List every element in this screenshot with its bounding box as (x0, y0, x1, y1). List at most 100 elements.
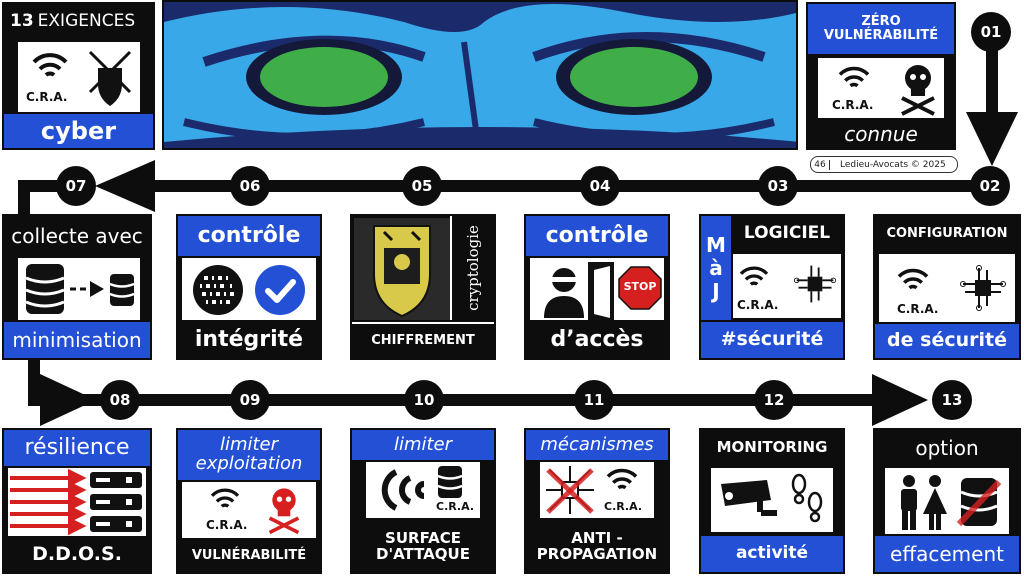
card-09-limiter-exploitation: limiter exploitation C.R.A. VULNÉRABILIT… (176, 428, 322, 574)
card-06-title: contrôle (178, 216, 320, 256)
card-06-picture (182, 258, 316, 320)
card-01-title: ZÉRO VULNÉRABILITÉ (808, 4, 954, 54)
card-01-title-line2: VULNÉRABILITÉ (823, 28, 939, 43)
card-03-side: M à J (701, 216, 731, 320)
card-12-picture (711, 468, 833, 532)
card-12-bottom: activité (701, 536, 843, 572)
card-04-controle-acces: contrôle STOP d’accès (524, 214, 670, 360)
propagation-blocked-icon (546, 466, 594, 514)
skull-crossbones-icon (901, 65, 935, 116)
hero-eyes-image (162, 0, 798, 150)
card-03-side-m: M (706, 232, 726, 257)
card-07-bottom: minimisation (4, 322, 150, 358)
card-01-bottom: connue (808, 120, 954, 148)
card-03-side-a: à (709, 255, 723, 280)
card-02-picture: C.R.A. (879, 254, 1015, 322)
database-large-icon (25, 264, 65, 314)
node-13: 13 (932, 380, 972, 420)
card-03-title: LOGICIEL (731, 216, 843, 252)
card-08-bottom: D.D.O.S. (4, 538, 150, 572)
card-09-title-line1: limiter (219, 434, 279, 456)
arrow-down-icon (966, 112, 1018, 166)
chip-circuit-icon (960, 265, 1006, 311)
exigences-count: 13 (10, 11, 34, 32)
card-13-effacement: option effacement (873, 428, 1021, 574)
card-03-logiciel: M à J LOGICIEL C.R.A. #sécurité (699, 214, 845, 360)
exigences-label: EXIGENCES (37, 11, 136, 32)
credit-text: Ledieu-Avocats © 2025 (840, 159, 946, 170)
skull-crossbones-red-icon (268, 488, 300, 535)
cra-label: C.R.A. (206, 518, 248, 532)
wifi-icon (739, 266, 769, 286)
card-13-title: option (875, 430, 1019, 466)
cra-label: C.R.A. (832, 98, 874, 112)
card-12-monitoring: MONITORING activité (699, 428, 845, 574)
arrow-to-small-db-icon (70, 281, 104, 297)
ddos-attack-icon (10, 468, 142, 536)
card-13-picture (885, 468, 1009, 534)
node-07: 07 (56, 166, 96, 206)
card-04-bottom: d’accès (526, 322, 668, 358)
card-10-surface-attaque: limiter C.R.A. SURFACE D'ATTAQUE (350, 428, 496, 574)
node-01: 01 (971, 12, 1011, 52)
exigences-title: 13 EXIGENCES (4, 4, 153, 40)
database-small-icon (109, 274, 135, 306)
node-05: 05 (402, 166, 442, 206)
page-footer: 46 Ledieu-Avocats © 2025 (810, 156, 958, 173)
card-05-side: cryptologie (450, 216, 494, 320)
node-09: 09 (230, 380, 270, 420)
card-02-title: CONFIGURATION (875, 216, 1019, 252)
card-02-configuration: CONFIGURATION C.R.A. de sécurité (873, 214, 1021, 360)
footprints-icon (791, 473, 823, 523)
card-13-bottom: effacement (875, 536, 1019, 572)
shield-swords-icon (88, 50, 132, 106)
card-10-title: limiter (352, 430, 494, 460)
node-10: 10 (404, 380, 444, 420)
card-01-zero-vulnerabilite: ZÉRO VULNÉRABILITÉ C.R.A. connue (806, 2, 956, 150)
wifi-icon (606, 468, 638, 490)
card-02-bottom: de sécurité (875, 324, 1019, 358)
door-icon (588, 262, 614, 320)
node-02: 02 (970, 166, 1010, 206)
card-10-bottom-line1: SURFACE (385, 529, 461, 548)
page-number: 46 (811, 159, 830, 170)
arrow-right-icon-left (40, 374, 96, 426)
card-07-picture (18, 258, 140, 320)
cra-label: C.R.A. (897, 302, 939, 316)
card-05-bottom: CHIFFREMENT (352, 322, 494, 358)
card-08-title: résilience (4, 430, 150, 466)
card-11-title: mécanismes (526, 430, 668, 460)
card-01-picture: C.R.A. (818, 58, 944, 118)
cra-label: C.R.A. (604, 500, 643, 513)
binary-globe-icon (193, 265, 243, 315)
card-11-bottom-line2: PROPAGATION (536, 545, 658, 563)
stop-sign-icon (618, 266, 662, 310)
arrow-left-icon (95, 160, 155, 212)
wifi-icon (32, 53, 68, 77)
cyber-card: 13 EXIGENCES C.R.A. cyber (2, 2, 155, 150)
card-01-title-line1: ZÉRO (861, 14, 901, 30)
cyber-picture: C.R.A. (18, 42, 140, 112)
card-11-bottom: ANTI - PROPAGATION (526, 522, 668, 572)
card-05-side-text: cryptologie (464, 225, 482, 311)
database-erased-icon (956, 478, 1002, 527)
node-04: 04 (580, 166, 620, 206)
node-06: 06 (230, 166, 270, 206)
node-11: 11 (574, 380, 614, 420)
card-04-picture: STOP (530, 258, 664, 320)
node-12: 12 (754, 380, 794, 420)
card-11-picture: C.R.A. (540, 462, 654, 518)
card-09-title-line2: exploitation (195, 453, 303, 474)
arrow-right-icon-end (872, 374, 928, 426)
signal-waves-icon (381, 469, 425, 511)
card-06-bottom: intégrité (178, 322, 320, 358)
people-icon (901, 475, 947, 530)
wifi-icon (897, 268, 929, 290)
cra-label: C.R.A. (737, 298, 779, 312)
card-11-anti-propagation: mécanismes C.R.A. ANTI - PROPAGATION (524, 428, 670, 574)
wifi-icon (210, 488, 240, 508)
card-09-bottom: VULNÉRABILITÉ (178, 540, 320, 572)
card-10-bottom: SURFACE D'ATTAQUE (352, 522, 494, 572)
rail-07-08-down (28, 360, 40, 400)
node-08: 08 (100, 380, 140, 420)
